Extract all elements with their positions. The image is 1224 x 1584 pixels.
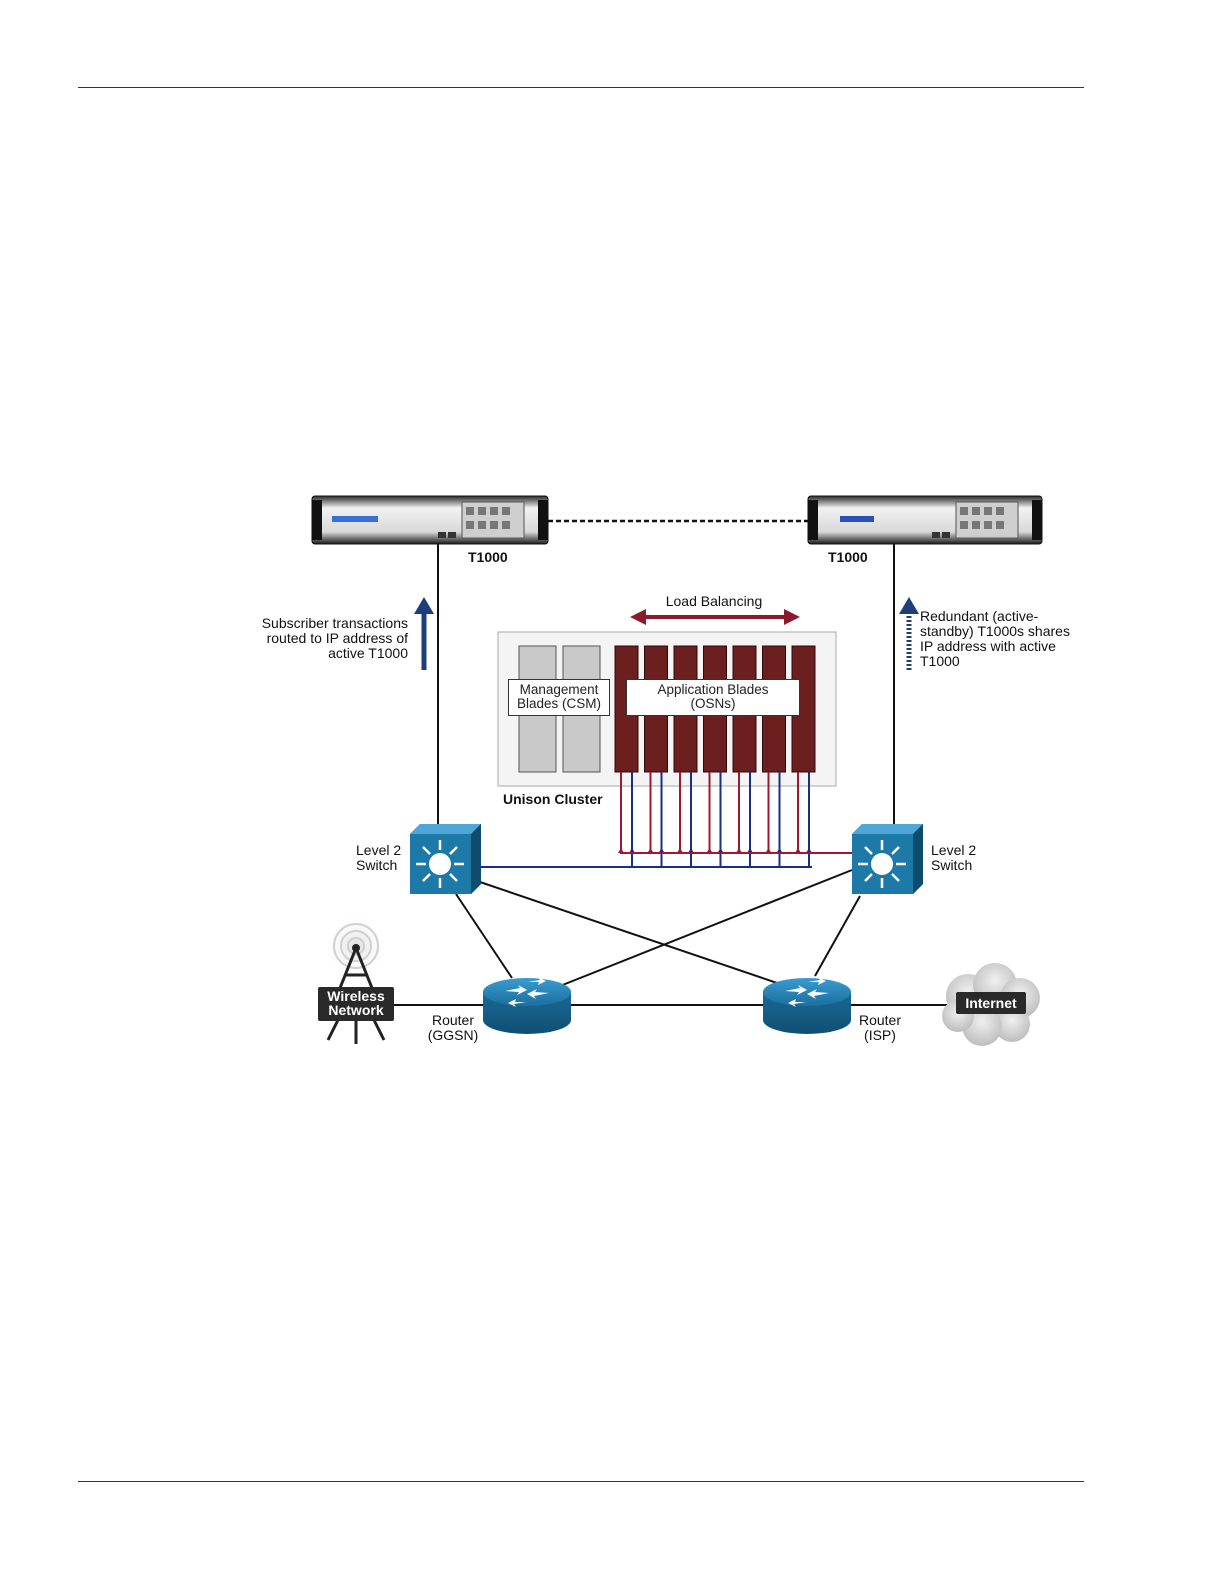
junction-blue: [717, 848, 724, 853]
header-rule: [78, 87, 1084, 88]
junction-red: [736, 848, 742, 853]
t1000-right-label: T1000: [828, 549, 868, 565]
switch-left-label: Level 2 Switch: [356, 842, 402, 873]
router-ggsn-icon: [483, 977, 571, 1034]
t1000-right-appliance: [807, 495, 1043, 545]
load-balancing-label: Load Balancing: [665, 593, 763, 609]
redundant-annotation: Redundant (active- standby) T1000s share…: [920, 608, 1070, 669]
junction-blue: [747, 848, 753, 853]
management-blades-label: Management Blades (CSM): [508, 679, 610, 716]
load-balancing-arrow: [630, 609, 800, 625]
junction-red: [706, 848, 713, 853]
wireless-network-tag: Wireless Network: [318, 987, 394, 1021]
internet-tag: Internet: [956, 992, 1026, 1014]
junction-red: [795, 848, 801, 853]
footer-rule: [78, 1481, 1084, 1482]
subscriber-annotation: Subscriber transactions routed to IP add…: [261, 615, 408, 661]
switch-right-label: Level 2 Switch: [931, 842, 977, 873]
switch-right-icon: [852, 824, 923, 894]
junction-blue: [806, 848, 812, 853]
junction-blue: [776, 848, 783, 853]
t1000-left-appliance: [311, 495, 549, 545]
unison-cluster-label: Unison Cluster: [503, 791, 603, 807]
router-isp-icon: [763, 977, 851, 1034]
t1000-left-label: T1000: [468, 549, 508, 565]
router-ggsn-label: Router (GGSN): [427, 1012, 479, 1043]
subscriber-arrow: [414, 597, 434, 670]
junction-red: [647, 848, 654, 853]
junction-blue: [688, 848, 694, 853]
application-blades-label: Application Blades (OSNs): [626, 679, 800, 716]
junction-red: [677, 848, 683, 853]
switch-left-icon: [410, 824, 481, 894]
mesh-links: [394, 869, 948, 1006]
junction-red: [618, 848, 624, 853]
blade-wiring: [618, 772, 812, 867]
junction-blue: [658, 848, 665, 853]
router-isp-label: Router (ISP): [858, 1012, 902, 1043]
junction-blue: [629, 848, 635, 853]
wireless-tower-icon: [324, 914, 388, 1044]
junction-red: [765, 848, 772, 853]
redundant-arrow: [899, 597, 919, 670]
